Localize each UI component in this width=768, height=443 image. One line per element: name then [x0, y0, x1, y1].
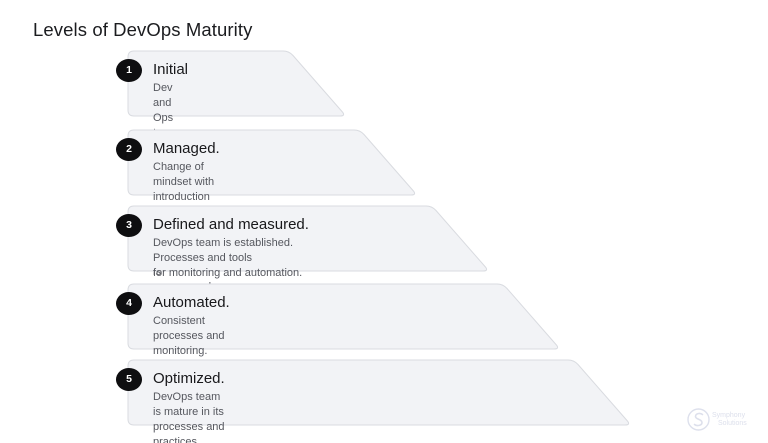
level-number-badge: 3 [116, 213, 142, 237]
page-title: Levels of DevOps Maturity [33, 19, 253, 40]
level-content: Defined and measured. DevOps team is est… [153, 215, 309, 281]
level-number: 5 [126, 372, 132, 385]
level-title: Defined and measured. [153, 216, 309, 233]
level-number: 2 [126, 142, 132, 155]
level-description: DevOps team is mature in its processes a… [153, 391, 225, 443]
level-title: Optimized. [153, 370, 225, 387]
logo-text-line2: Solutions [718, 419, 747, 427]
level-number: 1 [126, 63, 132, 76]
logo-text: Symphony Solutions [712, 412, 747, 427]
level-number-badge: 2 [116, 137, 142, 161]
level-number: 4 [126, 296, 132, 309]
level-number-badge: 1 [116, 58, 142, 82]
level-number: 3 [126, 218, 132, 231]
logo-text-line1: Symphony [712, 412, 746, 419]
symphony-solutions-logo: Symphony Solutions [687, 408, 747, 431]
level-title: Automated. [153, 294, 230, 311]
level-number-badge: 4 [116, 291, 142, 315]
level-number-badge: 5 [116, 367, 142, 391]
level-title: Managed. [153, 140, 220, 157]
level-title: Initial [153, 61, 189, 78]
level-description: DevOps team is established. Processes an… [153, 237, 303, 279]
symphony-s-icon [687, 408, 710, 431]
level-content: Optimized. DevOps team is mature in its … [153, 369, 225, 443]
